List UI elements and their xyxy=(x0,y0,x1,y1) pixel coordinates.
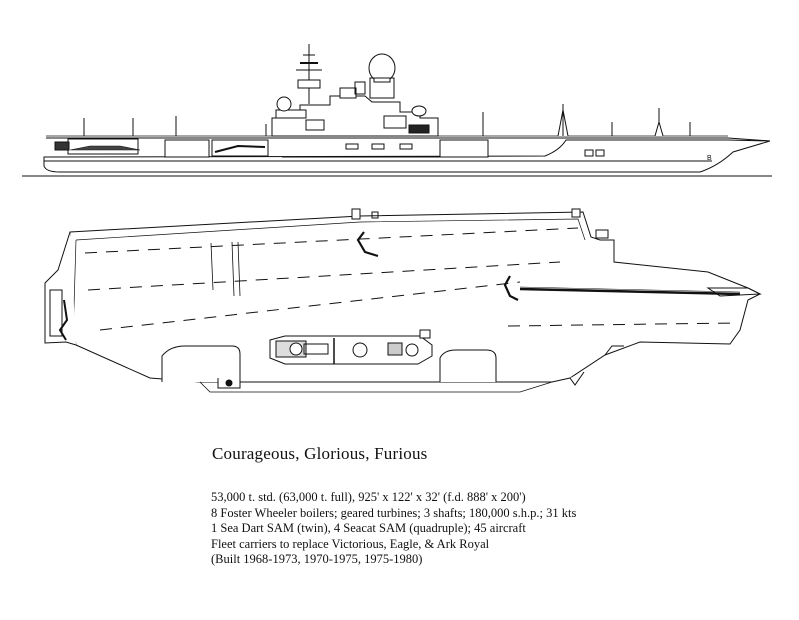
spec-line-displacement: 53,000 t. std. (63,000 t. full), 925' x … xyxy=(211,490,526,504)
island-plan xyxy=(269,329,433,365)
deck-edge-elevator-1 xyxy=(161,345,241,382)
flight-deck-edge xyxy=(46,137,771,142)
flight-deck-outline xyxy=(65,211,762,383)
spec-line-role: Fleet carriers to replace Victorious, Ea… xyxy=(211,536,490,551)
catapult-bridle-2 xyxy=(503,275,519,301)
radar-dome-aft xyxy=(276,96,292,112)
spec-line-armament: 1 Sea Dart SAM (twin), 4 Seacat SAM (qua… xyxy=(211,521,526,535)
ship-specifications: 53,000 t. std. (63,000 t. full), 925' x … xyxy=(211,490,576,568)
svg-text:B: B xyxy=(707,155,712,162)
deck-edge-elevator-2 xyxy=(439,349,497,382)
main-mast xyxy=(296,44,366,104)
hull-profile xyxy=(43,139,771,173)
profile-view: B xyxy=(22,44,772,177)
plan-view xyxy=(44,208,762,393)
boat-on-davits xyxy=(214,144,266,153)
catapult-bridle-1 xyxy=(356,231,379,258)
ship-class-title: Courageous, Glorious, Furious xyxy=(212,444,428,463)
hangar-opening-2 xyxy=(439,139,489,158)
spec-line-machinery: 8 Foster Wheeler boilers; geared turbine… xyxy=(211,505,577,520)
deck-aerials xyxy=(83,104,691,137)
hangar-opening-3 xyxy=(211,139,269,157)
spec-line-build-dates: (Built 1968-1973, 1970-1975, 1975-1980) xyxy=(211,552,423,566)
angled-deck-line xyxy=(519,287,741,296)
hangar-opening-1 xyxy=(164,139,210,158)
deck-markings xyxy=(84,227,736,331)
